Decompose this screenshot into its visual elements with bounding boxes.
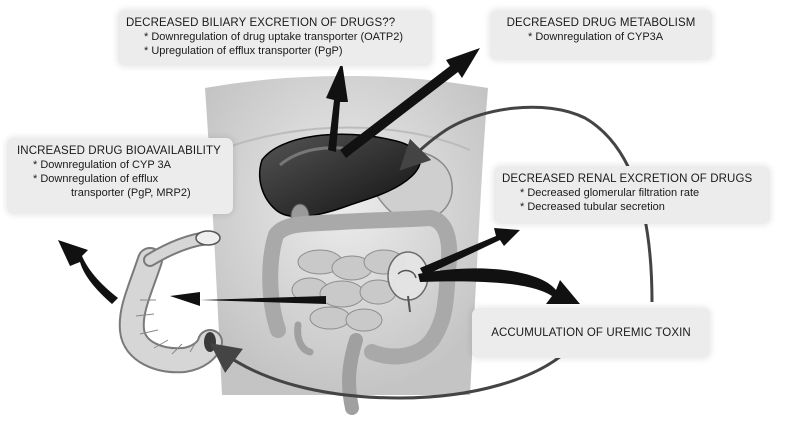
rib-shadow [219,126,471,151]
bioavailability-box: INCREASED DRUG BIOAVAILABILITY * Downreg… [7,138,233,214]
biliary-excretion-box: DECREASED BILIARY EXCRETION OF DRUGS?? *… [118,10,432,66]
arrow-to-intestine [170,292,326,306]
uremic-to-intestine-curve [209,343,574,400]
bioavailability-title: INCREASED DRUG BIOAVAILABILITY [17,145,221,157]
arrow-to-uremic [418,268,580,304]
kidney [387,251,429,313]
bioavailability-item-3: transporter (PgP, MRP2) [71,187,191,199]
arrow-to-biliary [326,62,348,152]
intestine-segment [118,230,223,374]
small-intestine [291,249,427,332]
bioavailability-item-2: * Downregulation of efflux [33,173,159,185]
renal-title: DECREASED RENAL EXCRETION OF DRUGS [502,173,753,185]
arrow-to-renal [420,228,520,276]
arrow-to-metabolism [340,48,480,158]
metabolism-item-1: * Downregulation of CYP3A [528,31,664,43]
large-intestine [262,209,458,365]
uremic-toxin-box: ACCUMULATION OF UREMIC TOXIN [472,308,710,358]
drug-metabolism-box: DECREASED DRUG METABOLISM * Downregulati… [490,10,712,60]
thick-arrows [58,48,580,306]
appendix [294,321,314,356]
rectum [342,333,363,415]
biliary-item-1: * Downregulation of drug uptake transpor… [144,31,404,43]
renal-excretion-box: DECREASED RENAL EXCRETION OF DRUGS * Dec… [494,166,770,224]
renal-item-2: * Decreased tubular secretion [520,201,665,213]
uremic-title: ACCUMULATION OF UREMIC TOXIN [491,327,691,339]
biliary-item-2: * Upregulation of efflux transporter (Pg… [144,45,343,57]
renal-item-1: * Decreased glomerular filtration rate [520,187,700,199]
metabolism-title: DECREASED DRUG METABOLISM [506,17,696,29]
arrow-to-bioavailability [58,240,118,304]
bioavailability-item-1: * Downregulation of CYP 3A [33,159,171,171]
biliary-title: DECREASED BILIARY EXCRETION OF DRUGS?? [126,17,396,29]
